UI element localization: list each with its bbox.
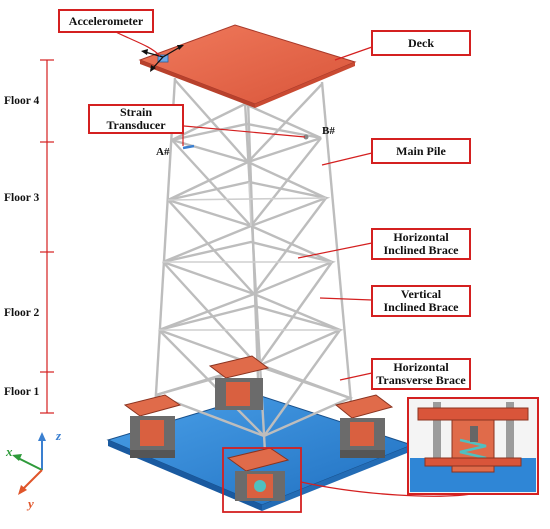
vib-text-1: Vertical xyxy=(400,287,442,301)
strain-marker-b xyxy=(303,134,309,140)
main-pile-label: Main Pile xyxy=(371,138,471,164)
vib-text-2: Inclined Brace xyxy=(383,300,459,314)
deck-label: Deck xyxy=(371,30,471,56)
hib-text-2: Inclined Brace xyxy=(383,243,459,257)
strain-transducer-label: Strain Transducer xyxy=(88,104,184,134)
floor-1-label: Floor 1 xyxy=(4,386,40,398)
x-axis-label: x xyxy=(6,444,13,459)
accelerometer-text: Accelerometer xyxy=(68,13,144,28)
floor-dimension-lines xyxy=(40,59,54,414)
strain-text-2: Transducer xyxy=(106,118,166,132)
coordinate-axes xyxy=(12,432,46,495)
htb-text-2: Transverse Brace xyxy=(376,373,466,387)
isolator-highlight-box xyxy=(222,447,302,513)
isolator-detail-inset xyxy=(407,397,539,495)
deck-text: Deck xyxy=(408,35,434,50)
point-b-label: B# xyxy=(322,125,335,137)
vertical-inclined-brace-label: Vertical Inclined Brace xyxy=(371,285,471,317)
support-isolators xyxy=(123,355,394,501)
z-axis-label: z xyxy=(56,428,62,443)
horizontal-transverse-brace-label: Horizontal Transverse Brace xyxy=(371,358,471,390)
hib-text-1: Horizontal xyxy=(393,230,449,244)
y-axis-label: y xyxy=(28,496,34,511)
floor-2-label: Floor 2 xyxy=(4,307,40,319)
strain-text-1: Strain xyxy=(119,105,152,119)
htb-text-1: Horizontal xyxy=(393,360,449,374)
strain-marker-a xyxy=(182,144,195,150)
accelerometer-label: Accelerometer xyxy=(58,9,154,33)
horizontal-inclined-brace-label: Horizontal Inclined Brace xyxy=(371,228,471,260)
floor-4-label: Floor 4 xyxy=(4,95,40,107)
point-a-label: A# xyxy=(156,146,170,158)
main-pile-text: Main Pile xyxy=(396,143,446,158)
floor-3-label: Floor 3 xyxy=(4,192,40,204)
accelerometer-sensor xyxy=(141,45,184,72)
